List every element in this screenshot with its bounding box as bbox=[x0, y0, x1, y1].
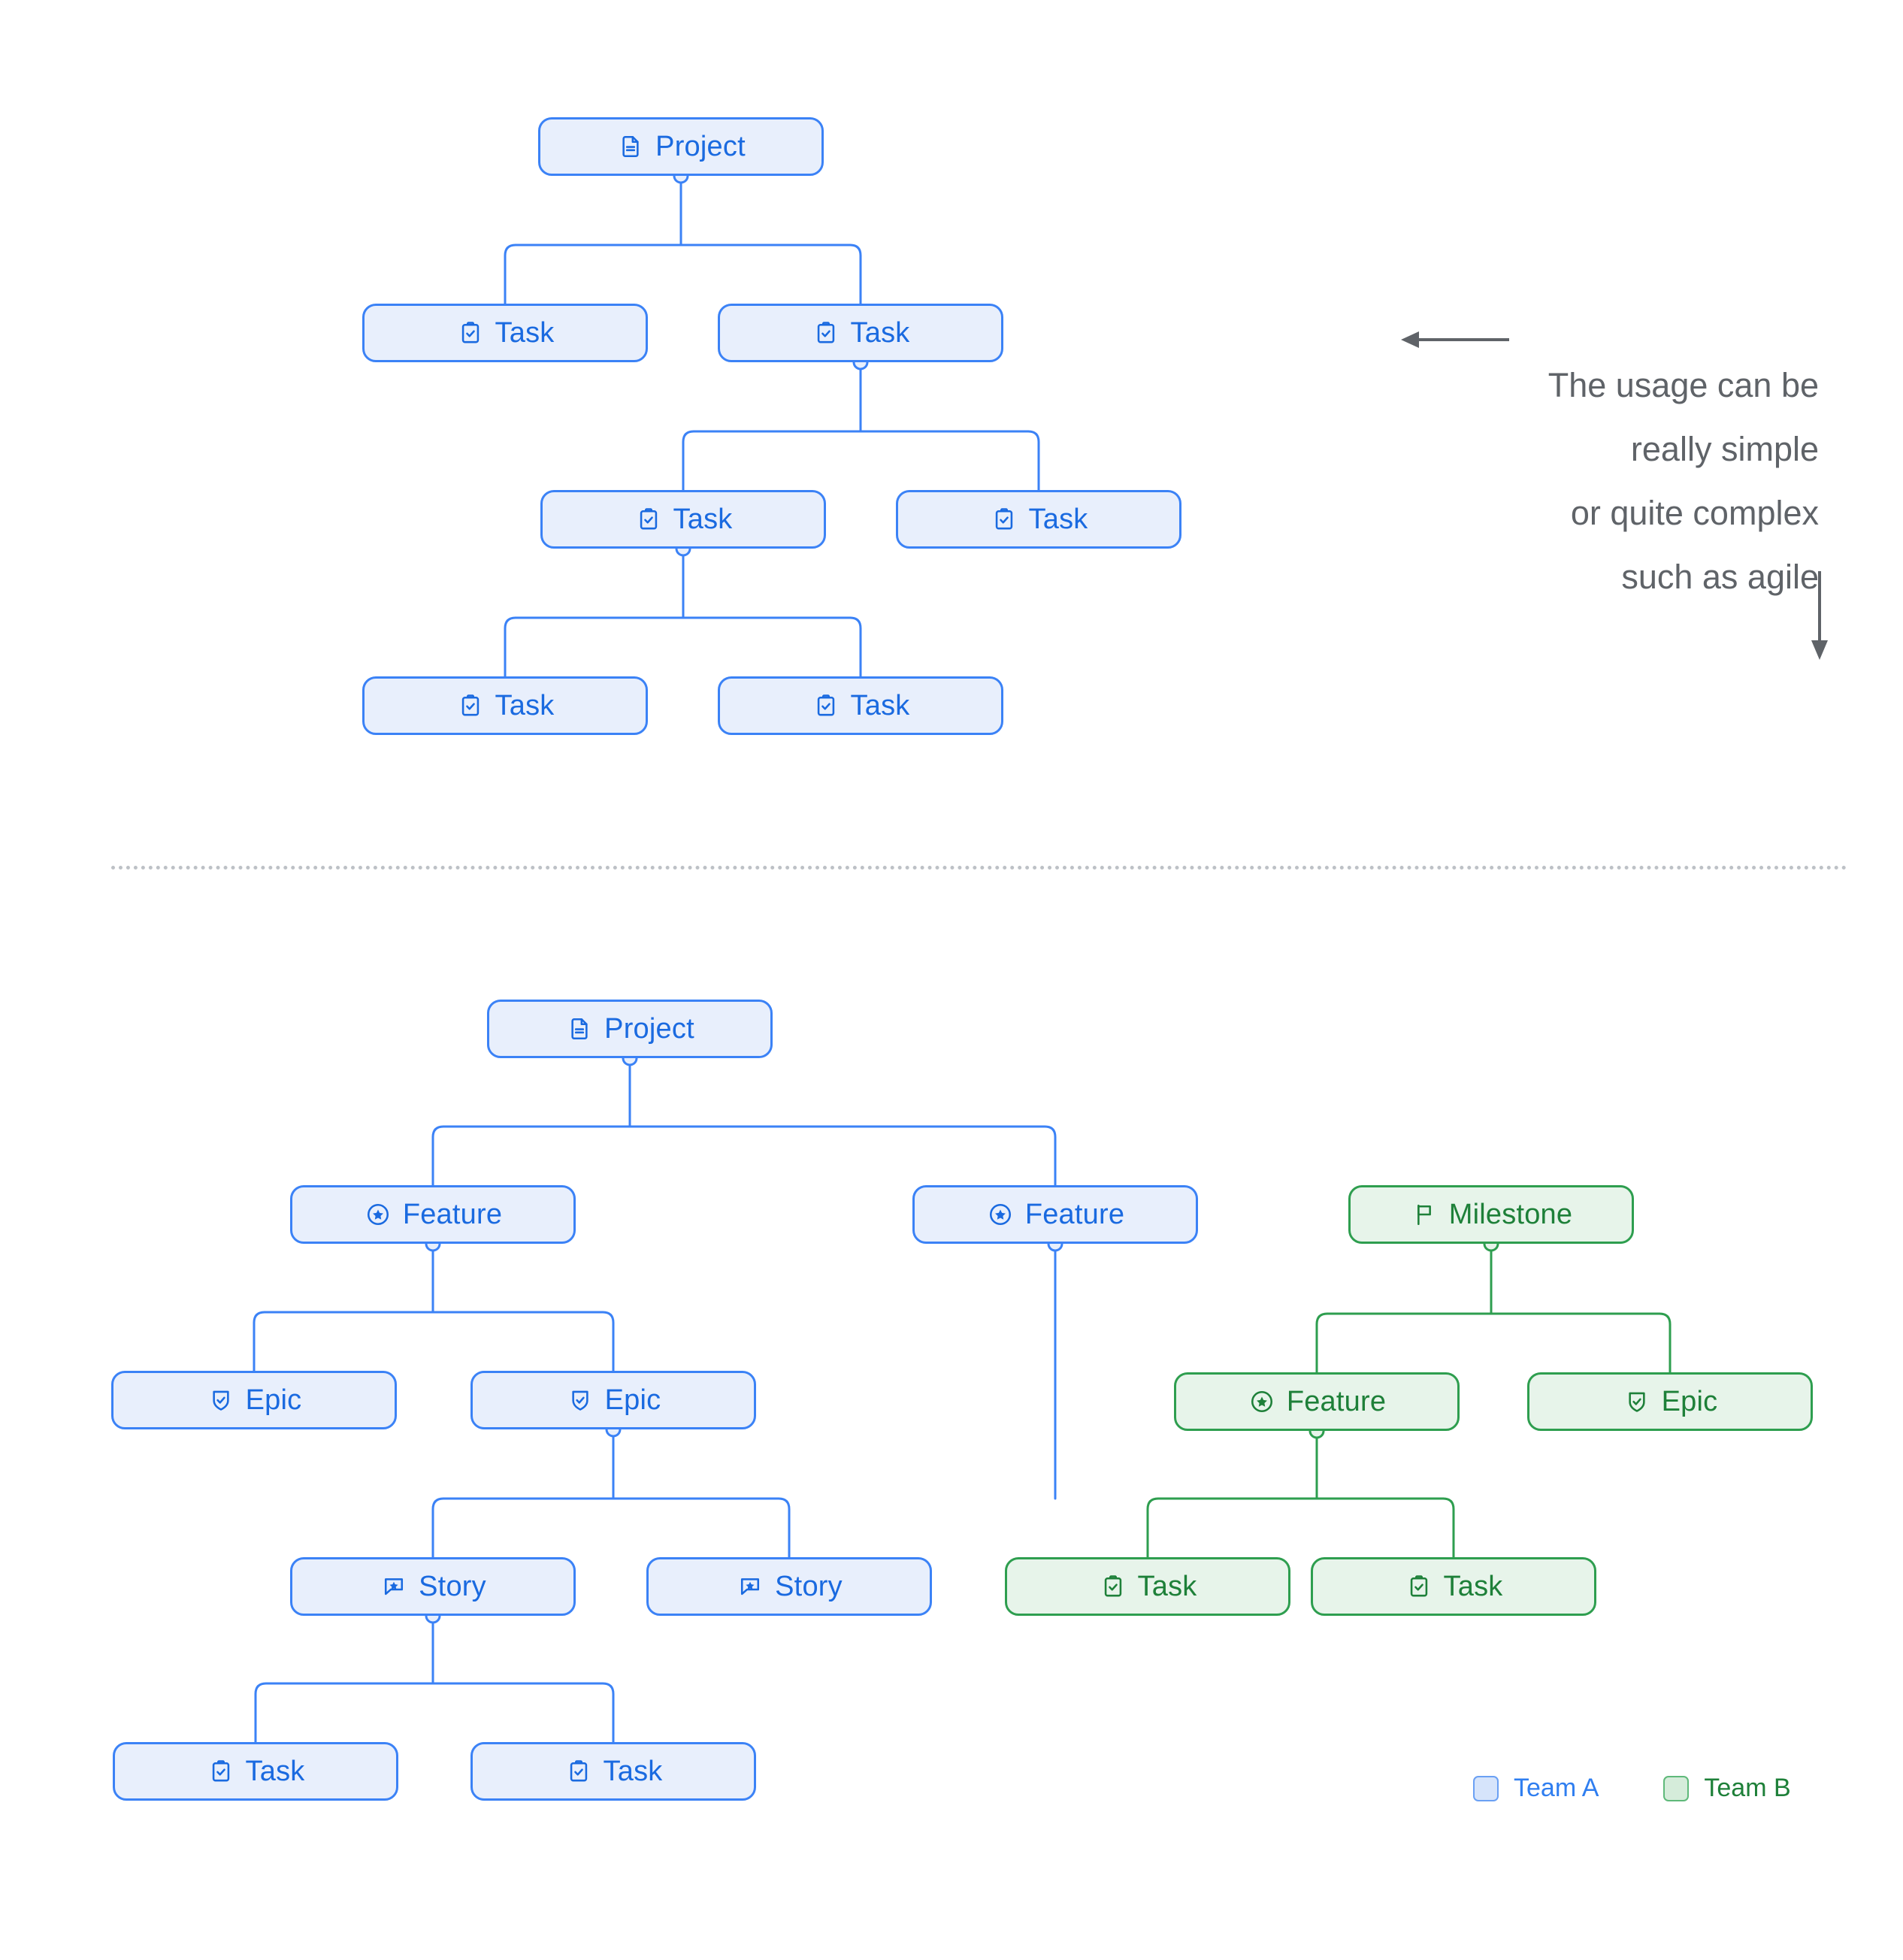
node-label: Task bbox=[495, 690, 555, 721]
legend-item-team-b[interactable]: Team B bbox=[1663, 1774, 1791, 1803]
node-label: Story bbox=[419, 1571, 486, 1602]
shield-check-icon bbox=[566, 1386, 594, 1414]
node-feature[interactable]: Feature bbox=[912, 1185, 1198, 1244]
node-task[interactable]: Task bbox=[1311, 1557, 1596, 1616]
node-task[interactable]: Task bbox=[1005, 1557, 1290, 1616]
annotation-text-1: The usage can be bbox=[1548, 366, 1819, 405]
node-label: Task bbox=[245, 1756, 305, 1787]
legend: Team A Team B bbox=[1473, 1774, 1791, 1803]
node-label: Task bbox=[495, 317, 555, 349]
legend-item-team-a[interactable]: Team A bbox=[1473, 1774, 1599, 1803]
node-task[interactable]: Task bbox=[896, 490, 1181, 549]
node-label: Task bbox=[1443, 1571, 1503, 1602]
annotation-line-2: really simple bbox=[1293, 380, 1819, 473]
node-epic[interactable]: Epic bbox=[470, 1371, 756, 1429]
node-project[interactable]: Project bbox=[487, 1000, 773, 1058]
story-star-icon bbox=[736, 1572, 764, 1601]
legend-label: Team A bbox=[1514, 1774, 1599, 1802]
node-label: Task bbox=[1137, 1571, 1197, 1602]
document-icon bbox=[565, 1015, 594, 1043]
node-label: Epic bbox=[604, 1384, 661, 1416]
arrow-down-icon bbox=[1811, 571, 1828, 660]
section-divider bbox=[111, 866, 1847, 870]
node-feature[interactable]: Feature bbox=[290, 1185, 576, 1244]
star-circle-icon bbox=[364, 1200, 392, 1229]
node-task[interactable]: Task bbox=[540, 490, 826, 549]
node-label: Task bbox=[850, 317, 910, 349]
node-label: Feature bbox=[402, 1199, 503, 1230]
annotation-line-4: such as agile bbox=[1293, 507, 1819, 600]
story-star-icon bbox=[380, 1572, 408, 1601]
clipboard-check-icon bbox=[812, 319, 840, 347]
node-label: Project bbox=[655, 131, 746, 162]
node-label: Epic bbox=[1661, 1386, 1718, 1417]
node-story[interactable]: Story bbox=[290, 1557, 576, 1616]
annotation-line-3: or quite complex bbox=[1293, 443, 1819, 537]
flag-icon bbox=[1410, 1200, 1439, 1229]
star-circle-icon bbox=[1248, 1387, 1276, 1416]
clipboard-check-icon bbox=[456, 691, 485, 720]
star-circle-icon bbox=[986, 1200, 1015, 1229]
legend-swatch-blue bbox=[1473, 1775, 1499, 1801]
clipboard-check-icon bbox=[634, 505, 663, 534]
node-task[interactable]: Task bbox=[718, 676, 1003, 735]
annotation-text-4: such as agile bbox=[1621, 558, 1819, 597]
node-story[interactable]: Story bbox=[646, 1557, 932, 1616]
node-label: Task bbox=[673, 504, 733, 535]
node-label: Story bbox=[775, 1571, 843, 1602]
node-label: Feature bbox=[1286, 1386, 1387, 1417]
node-label: Epic bbox=[245, 1384, 302, 1416]
node-project[interactable]: Project bbox=[538, 117, 824, 176]
node-label: Feature bbox=[1024, 1199, 1125, 1230]
clipboard-check-icon bbox=[990, 505, 1018, 534]
node-label: Task bbox=[1028, 504, 1088, 535]
clipboard-check-icon bbox=[564, 1757, 593, 1786]
node-epic[interactable]: Epic bbox=[1527, 1372, 1813, 1431]
annotation-line-1: The usage can be bbox=[1293, 316, 1819, 409]
node-epic[interactable]: Epic bbox=[111, 1371, 397, 1429]
node-milestone[interactable]: Milestone bbox=[1348, 1185, 1634, 1244]
clipboard-check-icon bbox=[812, 691, 840, 720]
document-icon bbox=[616, 132, 645, 161]
clipboard-check-icon bbox=[1405, 1572, 1433, 1601]
shield-check-icon bbox=[1623, 1387, 1651, 1416]
legend-label: Team B bbox=[1704, 1774, 1791, 1802]
node-label: Project bbox=[604, 1013, 694, 1045]
legend-swatch-green bbox=[1663, 1775, 1690, 1801]
annotation-text-3: or quite complex bbox=[1570, 494, 1819, 533]
node-task[interactable]: Task bbox=[362, 304, 648, 362]
node-feature[interactable]: Feature bbox=[1174, 1372, 1460, 1431]
node-label: Task bbox=[603, 1756, 663, 1787]
clipboard-check-icon bbox=[207, 1757, 235, 1786]
node-label: Milestone bbox=[1448, 1199, 1573, 1230]
node-task[interactable]: Task bbox=[470, 1742, 756, 1801]
clipboard-check-icon bbox=[1099, 1572, 1127, 1601]
node-task[interactable]: Task bbox=[362, 676, 648, 735]
clipboard-check-icon bbox=[456, 319, 485, 347]
arrow-left-icon bbox=[1401, 331, 1509, 348]
node-task[interactable]: Task bbox=[113, 1742, 398, 1801]
annotation-text-2: really simple bbox=[1630, 430, 1819, 469]
shield-check-icon bbox=[207, 1386, 235, 1414]
node-label: Task bbox=[850, 690, 910, 721]
node-task[interactable]: Task bbox=[718, 304, 1003, 362]
